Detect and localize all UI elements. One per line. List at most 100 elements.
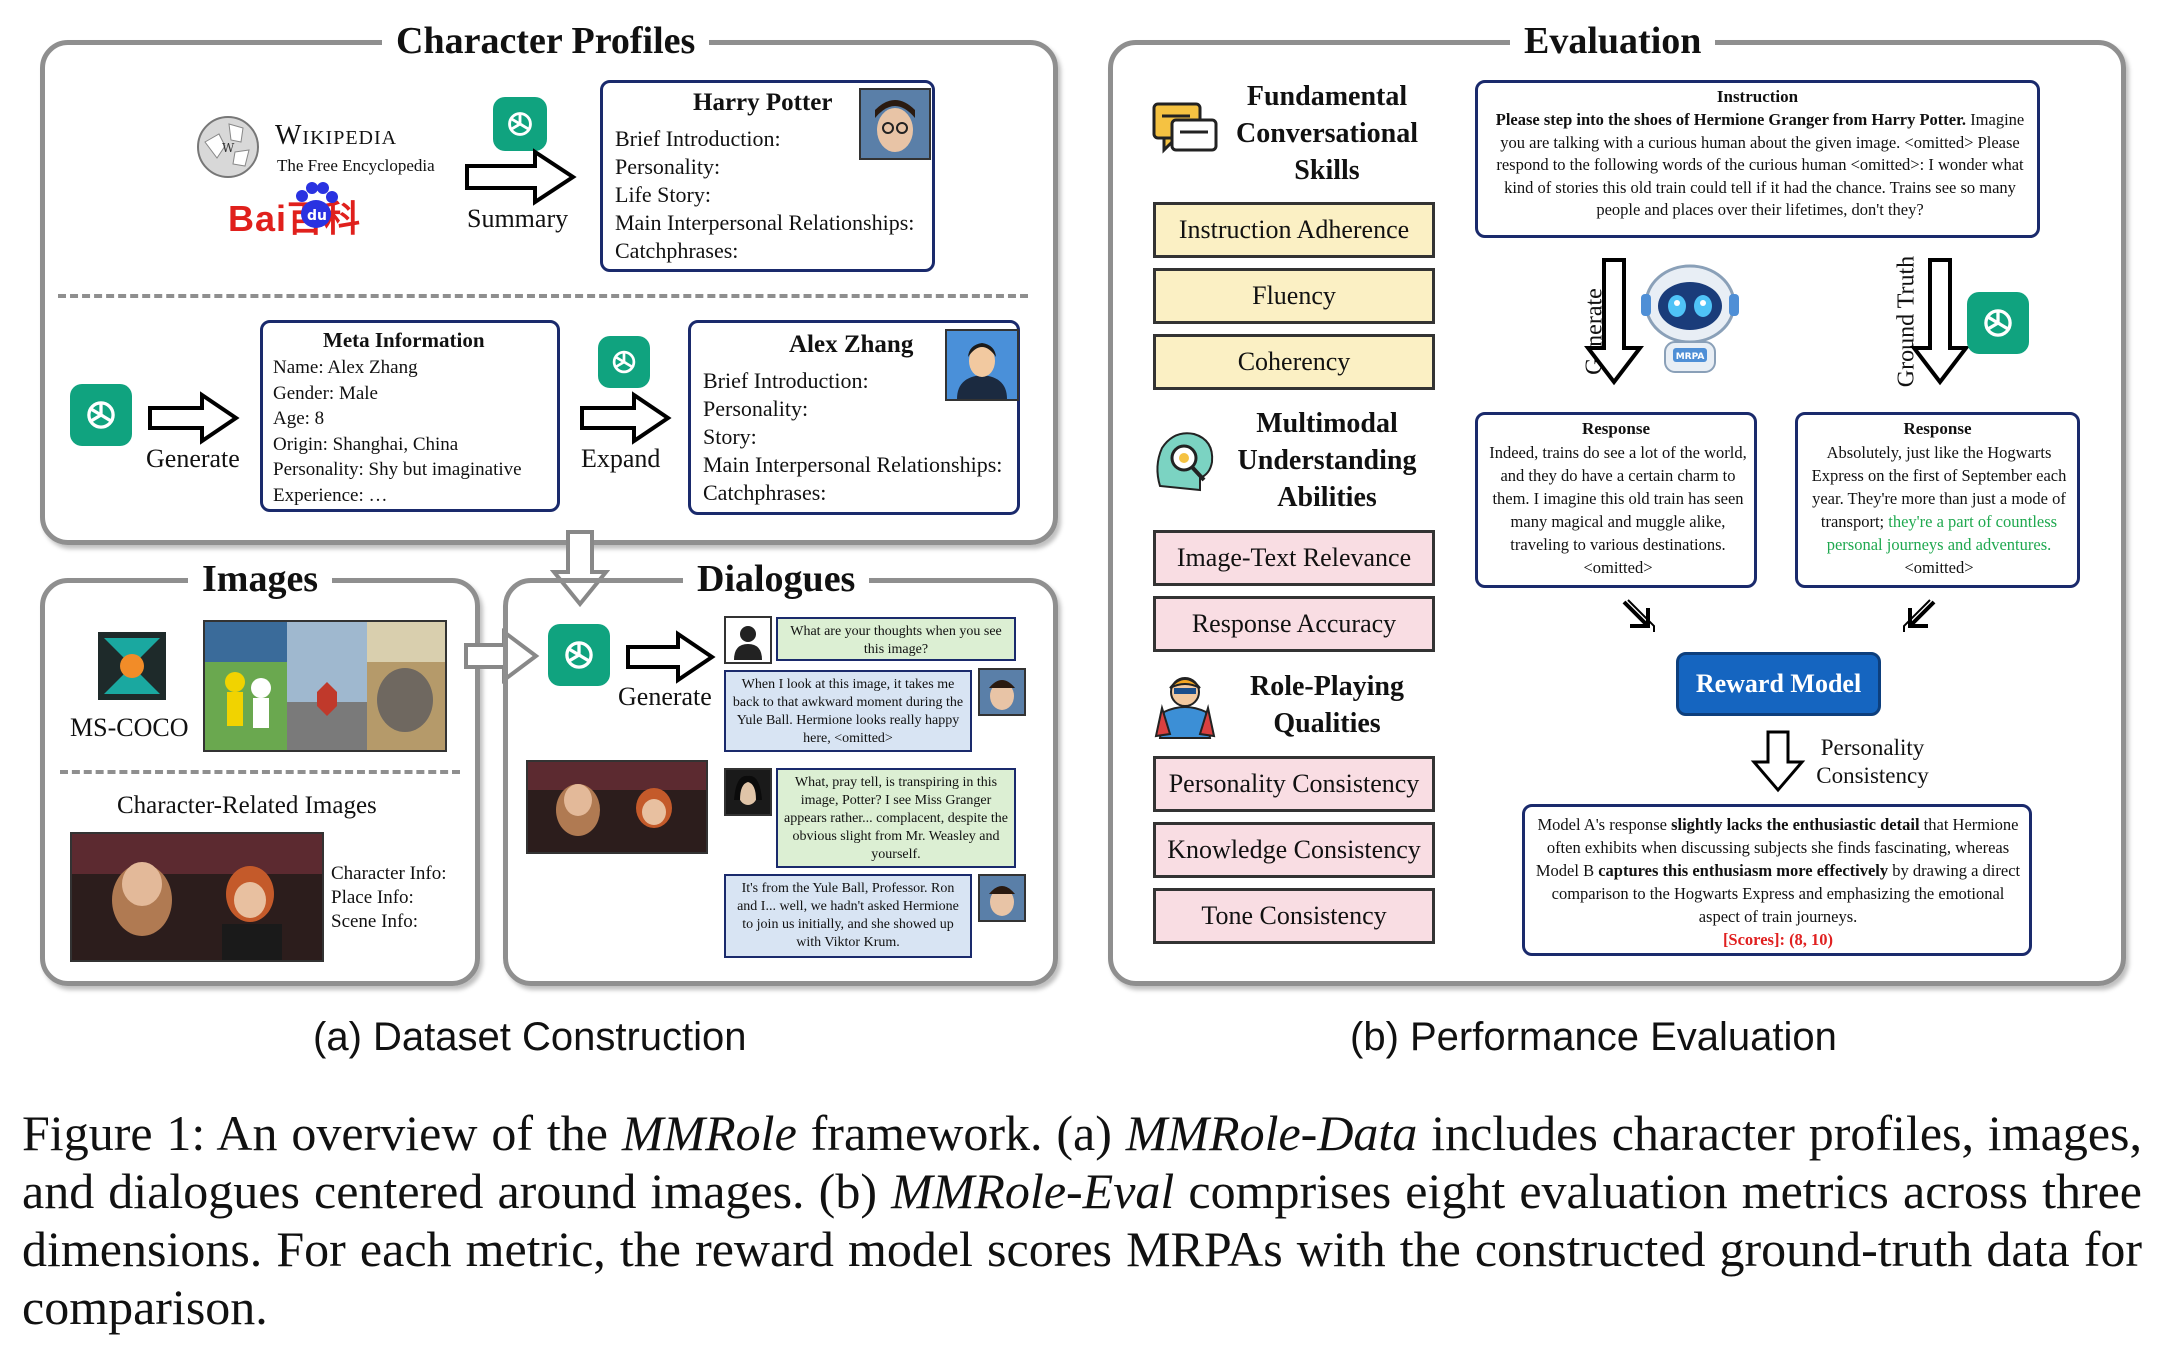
generate-label: Generate <box>146 444 240 473</box>
char-info-line: Place Info: <box>331 887 414 908</box>
harry-profile-fields: Brief Introduction: Personality: Life St… <box>615 125 914 265</box>
harry-field: Main Interpersonal Relationships: <box>615 210 915 235</box>
snape-scene-image <box>526 760 708 854</box>
diag-arrow-left <box>1622 599 1655 632</box>
coco-image-collage <box>203 620 447 752</box>
profiles-divider <box>58 294 1028 298</box>
chat-bubbles-icon <box>1152 102 1218 154</box>
dimension-multimodal-title: Multimodal Understanding Abilities <box>1237 408 1417 513</box>
wikipedia-logo: W Wikipedia The Free Encyclopedia <box>195 110 445 185</box>
baidu-paw-icon: du <box>296 182 338 228</box>
dialogue-bubble-harry: When I look at this image, it takes me b… <box>724 670 972 752</box>
alex-field: Main Interpersonal Relationships: <box>703 452 1003 477</box>
dialogue-bubble-harry-reply: It's from the Yule Ball, Professor. Ron … <box>724 874 972 958</box>
diag-arrow-right <box>1903 599 1936 632</box>
reward-model-box: Reward Model <box>1676 652 1881 716</box>
meta-info-lines: Name: Alex Zhang Gender: Male Age: 8 Ori… <box>273 355 522 508</box>
alex-profile-fields: Brief Introduction: Personality: Story: … <box>703 367 1002 507</box>
meta-line: Experience: … <box>273 484 388 506</box>
robot-icon: MRPA <box>1641 264 1739 373</box>
chatgpt-icon <box>1967 292 2029 354</box>
metric-fluency: Fluency <box>1153 268 1435 324</box>
person-silhouette-icon <box>945 329 1019 401</box>
instruction-title: Instruction <box>1716 87 1799 106</box>
wikipedia-tagline: The Free Encyclopedia <box>277 156 435 175</box>
metric-image-text-relevance: Image-Text Relevance <box>1153 530 1435 586</box>
mscoco-logo <box>98 632 166 700</box>
dialogue-generate-arrow <box>626 630 716 684</box>
response-gt-plain: Absolutely, just like the Hogwarts Expre… <box>1811 443 2067 531</box>
metric-personality-consistency: Personality Consistency <box>1153 756 1435 812</box>
baidu-logo: Bai百科 du <box>228 178 418 239</box>
mrpa-label: MRPA <box>1676 352 1705 362</box>
dialogues-title: Dialogues <box>683 558 870 600</box>
judge-t3: by drawing a direct comparison to the Ho… <box>1551 861 2021 926</box>
mscoco-label: MS-COCO <box>70 713 189 742</box>
response-mrpa-text: Indeed, trains do see a lot of the world… <box>1489 443 1747 577</box>
response-ground-truth-card: Response Absolutely, just like the Hogwa… <box>1795 412 2080 588</box>
harry-field: Brief Introduction: <box>615 126 781 151</box>
meta-line: Age: 8 <box>273 408 325 429</box>
instruction-rest: Imagine you are talking with a curious h… <box>1496 110 2025 219</box>
judge-b2: captures this enthusiasm more effectivel… <box>1598 861 1889 880</box>
alex-profile-name: Alex Zhang <box>789 331 914 358</box>
judge-scores: [Scores]: (8, 10) <box>1722 930 1834 949</box>
chatgpt-icon <box>493 97 547 151</box>
wikipedia-globe-icon: W <box>197 116 259 178</box>
wikipedia-name: Wikipedia <box>275 120 398 151</box>
caption-italic: MMRole-Data <box>1125 1105 1418 1161</box>
judgement-text: Model A's response slightly lacks the en… <box>1533 813 2023 951</box>
response-gt-title: Response <box>1903 419 1972 438</box>
response-gt-tail: <omitted> <box>1904 558 1974 577</box>
harry-profile-name: Harry Potter <box>693 89 833 116</box>
dialogue-generate-label: Generate <box>618 682 712 711</box>
svg-text:du: du <box>307 208 327 224</box>
alex-field: Story: <box>703 424 757 449</box>
char-info-line: Scene Info: <box>331 911 419 932</box>
meta-line: Gender: Male <box>273 382 378 404</box>
harry-avatar <box>978 874 1026 922</box>
meta-line: Personality: Shy but imaginative <box>273 459 522 480</box>
metric-knowledge-consistency: Knowledge Consistency <box>1153 822 1435 878</box>
reward-down-arrow <box>1750 730 1806 793</box>
instruction-card: Instruction Please step into the shoes o… <box>1475 80 2040 238</box>
harry-field: Catchphrases: <box>615 238 739 263</box>
alex-field: Personality: <box>703 396 809 421</box>
svg-text:W: W <box>222 141 235 155</box>
evaluation-title: Evaluation <box>1510 20 1716 62</box>
summary-arrow <box>465 148 577 206</box>
metric-instruction-adherence: Instruction Adherence <box>1153 202 1435 258</box>
instruction-bold: Please step into the shoes of Hermione G… <box>1495 110 1967 129</box>
meta-line: Origin: Shanghai, China <box>273 433 459 455</box>
character-info-list: Character Info: Place Info: Scene Info: <box>331 862 447 934</box>
metric-tone-consistency: Tone Consistency <box>1153 888 1435 944</box>
chatgpt-icon <box>598 336 650 388</box>
summary-label: Summary <box>467 204 569 233</box>
figure-caption: Figure 1: An overview of the MMRole fram… <box>22 1104 2142 1336</box>
expand-label: Expand <box>581 444 661 473</box>
judge-t2: that Hermione often exhibits when discus… <box>1535 815 2019 880</box>
caption-part: includes character profiles, images, and… <box>22 1105 2142 1219</box>
baidu-logo-text: Bai百科 <box>228 198 362 239</box>
dialogue-bubble-user: What are your thoughts when you see this… <box>776 617 1016 661</box>
meta-info-card: Meta Information Name: Alex Zhang Gender… <box>260 320 560 512</box>
user-avatar-icon <box>724 616 772 664</box>
alex-field: Brief Introduction: <box>703 368 869 393</box>
caption-italic: MMRole-Eval <box>891 1163 1175 1219</box>
judgement-card: Model A's response slightly lacks the en… <box>1522 804 2032 956</box>
metric-coherency: Coherency <box>1153 334 1435 390</box>
images-divider <box>60 770 460 774</box>
subcaption-a: (a) Dataset Construction <box>313 1015 747 1059</box>
instruction-body: Please step into the shoes of Hermione G… <box>1490 109 2030 222</box>
character-images-label: Character-Related Images <box>117 792 377 819</box>
expand-arrow <box>580 391 672 445</box>
personality-consistency-label: Personality Consistency <box>1816 735 1929 788</box>
response-mrpa-title: Response <box>1581 419 1650 438</box>
judge-t1: Model A's response <box>1537 815 1672 834</box>
images-title: Images <box>188 558 333 600</box>
caption-part: comprises eight evaluation metrics acros… <box>22 1163 2142 1335</box>
caption-italic: MMRole <box>621 1105 797 1161</box>
dialogue-bubble-snape: What, pray tell, is transpiring in this … <box>776 768 1016 868</box>
dimension-roleplaying-title: Role-Playing Qualities <box>1250 671 1404 739</box>
brain-search-icon <box>1156 432 1214 492</box>
